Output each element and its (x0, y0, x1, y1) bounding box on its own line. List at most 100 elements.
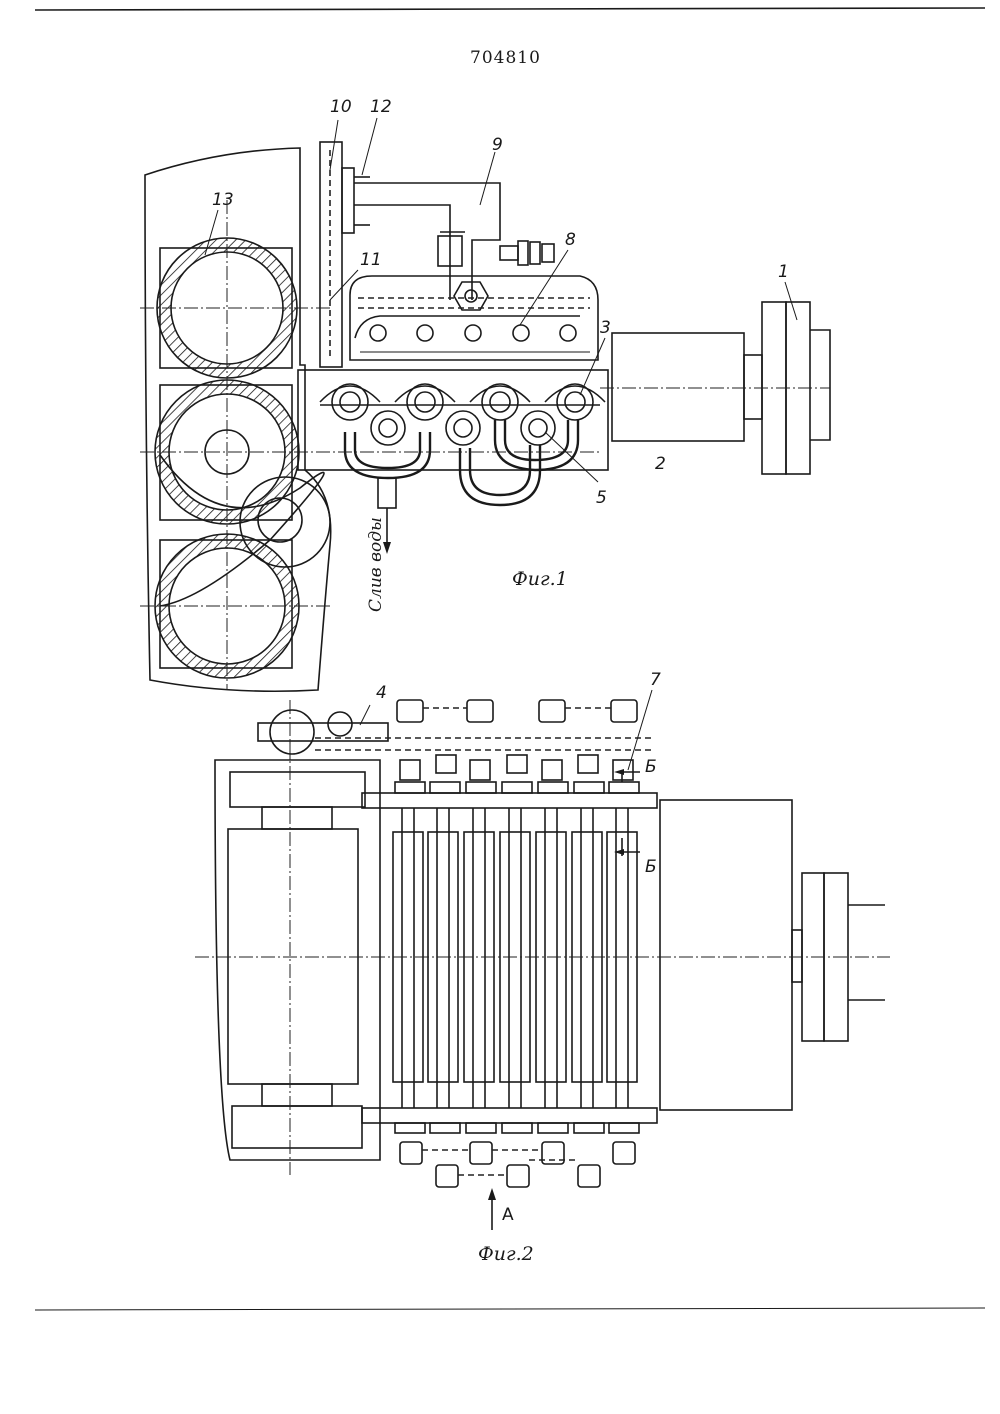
hex-nut-bore (465, 290, 477, 302)
upper-roller-2-core (415, 392, 435, 412)
sprocket-bottom-1 (400, 1142, 422, 1164)
label-section-b-top: Б (645, 757, 657, 777)
adjust-screw-head (542, 244, 554, 262)
label-7: 7 (650, 670, 661, 690)
figure-1-caption: Фиг.1 (512, 568, 568, 590)
collar-top-2 (430, 782, 460, 793)
hub-top-3 (470, 760, 490, 780)
collar-top-4 (502, 782, 532, 793)
drum-neck-bottom (262, 1084, 332, 1106)
drain-note: Слив воды (366, 517, 386, 612)
lower-roller-3 (521, 411, 555, 445)
lower-roller-2-core (454, 419, 472, 437)
collar-top-6 (574, 782, 604, 793)
sprocket-top-2 (467, 700, 493, 722)
drain-outlet (378, 478, 396, 508)
drum-bearing-top (230, 772, 365, 807)
drum-bearing-bottom (232, 1106, 362, 1148)
leader-10 (330, 120, 338, 170)
bracket-12 (342, 168, 354, 233)
figure-1-drawing (140, 118, 830, 691)
sprocket-bottom-3 (470, 1142, 492, 1164)
label-5: 5 (596, 488, 607, 508)
bottom-border-line (35, 1308, 985, 1310)
collar-bottom-3 (466, 1123, 496, 1133)
shaft-plan (792, 930, 802, 982)
label-1: 1 (778, 262, 789, 282)
leader-11 (330, 270, 358, 300)
label-9: 9 (492, 135, 503, 155)
collar-bottom-4 (502, 1123, 532, 1133)
drum-housing-plan (215, 760, 380, 1160)
sprocket-bottom-6 (578, 1165, 600, 1187)
collar-bottom-6 (574, 1123, 604, 1133)
u-pipe-1 (345, 432, 430, 478)
upper-roller-3-core (490, 392, 510, 412)
cover-hole-5 (560, 325, 576, 341)
gear-4-left (270, 710, 314, 754)
cover-hole-1 (370, 325, 386, 341)
leader-4 (360, 705, 370, 725)
hub-top-4 (507, 755, 527, 773)
collar-top-7 (609, 782, 639, 793)
drum-neck-top (262, 807, 332, 829)
sprocket-bottom-7 (613, 1142, 635, 1164)
roller-arc-1 (320, 386, 380, 402)
upper-roller-4-core (565, 392, 585, 412)
label-12: 12 (370, 97, 392, 117)
motor-shaft-plan (848, 905, 885, 1000)
leader-9 (480, 152, 495, 205)
lower-roller-2 (446, 411, 480, 445)
hub-top-2 (436, 755, 456, 773)
plate-10 (320, 142, 342, 367)
housing-2 (612, 333, 744, 441)
shaft-coupling (744, 355, 762, 419)
hub-top-6 (578, 755, 598, 773)
hub-top-5 (542, 760, 562, 780)
adjust-screw-nut (518, 241, 528, 265)
sprocket-top-1 (397, 700, 423, 722)
lower-roller-3-core (529, 419, 547, 437)
figure-2-caption: Фиг.2 (478, 1243, 534, 1265)
lower-roller-1 (371, 411, 405, 445)
cover-hole-3 (465, 325, 481, 341)
cover-hole-4 (513, 325, 529, 341)
roller-arc-3 (470, 386, 530, 402)
collar-top-5 (538, 782, 568, 793)
label-view-a: А (502, 1205, 514, 1225)
collar-top-1 (395, 782, 425, 793)
label-4: 4 (376, 683, 387, 703)
view-arrow-a-head (488, 1188, 496, 1200)
label-8: 8 (565, 230, 576, 250)
motor-shaft (810, 330, 830, 440)
u-pipe-3-inner (505, 420, 568, 460)
sprocket-bottom-2 (436, 1165, 458, 1187)
collar-bottom-5 (538, 1123, 568, 1133)
hub-top-1 (400, 760, 420, 780)
label-10: 10 (330, 97, 352, 117)
collar-bottom-7 (609, 1123, 639, 1133)
cover-8 (350, 276, 598, 360)
sprocket-bottom-4 (507, 1165, 529, 1187)
sprocket-top-4 (611, 700, 637, 722)
section-arrowhead-top (614, 769, 624, 775)
figure-2-drawing (195, 690, 890, 1230)
gear-4-right (328, 712, 352, 736)
label-2: 2 (655, 454, 666, 474)
leader-3 (580, 338, 605, 395)
lower-roller-1-core (379, 419, 397, 437)
roller-arc-4 (545, 386, 605, 402)
adjust-screw-nut-2 (530, 242, 540, 264)
collar-bottom-2 (430, 1123, 460, 1133)
sprocket-top-3 (539, 700, 565, 722)
housing-2-plan (660, 800, 792, 1110)
collar-top-3 (466, 782, 496, 793)
label-13: 13 (212, 190, 234, 210)
label-section-b-bottom: Б (645, 857, 657, 877)
frame-plate-bottom (362, 1108, 657, 1123)
label-3: 3 (600, 318, 611, 338)
collar-bottom-1 (395, 1123, 425, 1133)
roller-arc-2 (395, 386, 455, 402)
